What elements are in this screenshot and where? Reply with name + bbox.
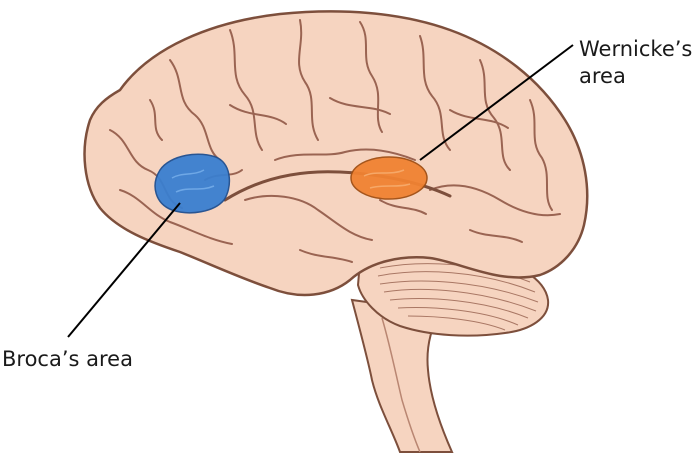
sulci xyxy=(109,19,561,263)
broca-leader-line xyxy=(67,202,181,338)
cerebellum-folia xyxy=(377,263,539,331)
brain-stem-inner-line xyxy=(381,317,421,453)
wernicke-area-region xyxy=(350,156,428,200)
brain-stem xyxy=(350,298,454,453)
wernicke-leader-line xyxy=(419,44,574,161)
broca-area-texture xyxy=(171,169,215,193)
broca-area-region xyxy=(154,153,231,214)
wernicke-label-line1: Wernicke’s xyxy=(579,37,693,61)
wernicke-area-label: Wernicke’s area xyxy=(579,36,692,90)
wernicke-area-texture xyxy=(363,169,411,189)
broca-area-label: Broca’s area xyxy=(2,347,133,371)
wernicke-label-line2: area xyxy=(579,64,626,88)
